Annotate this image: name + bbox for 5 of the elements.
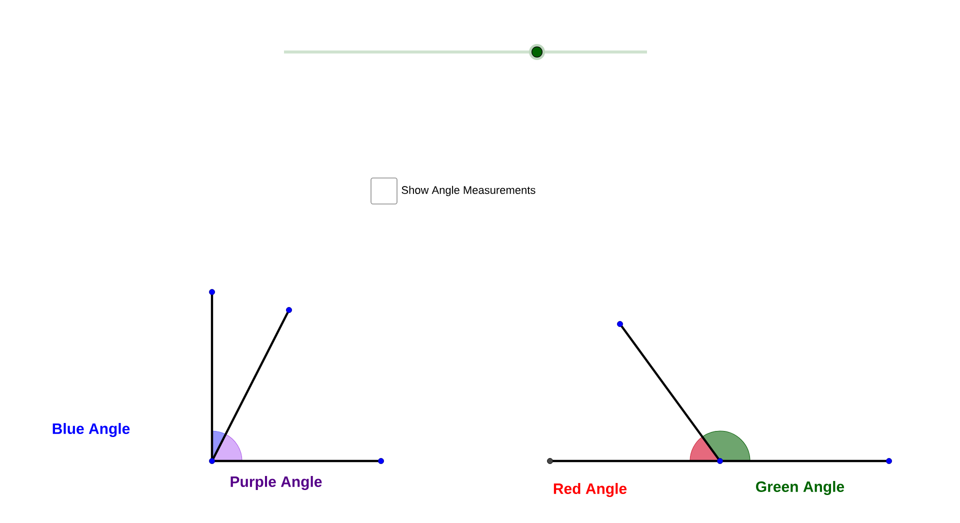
- angle-label: Red Angle: [554, 482, 627, 498]
- angle-label: Blue Angle: [52, 422, 130, 438]
- angle-label: Green Angle: [756, 480, 844, 496]
- checkbox-label: Show Angle Measurements: [402, 186, 536, 196]
- angle-label: Purple Angle: [230, 476, 322, 490]
